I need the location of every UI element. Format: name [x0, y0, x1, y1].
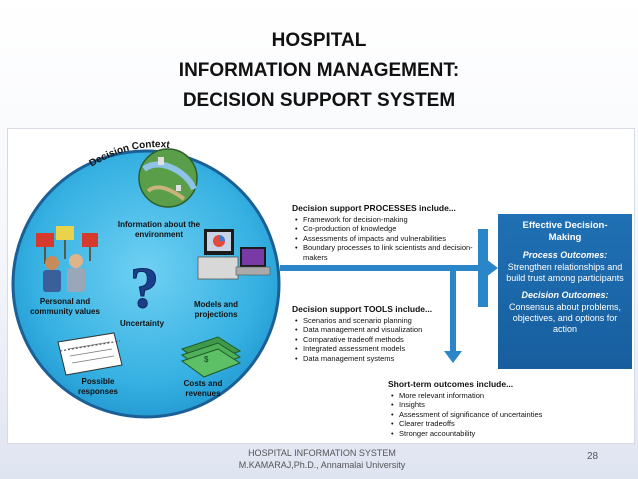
label-models-text: Models and projections: [193, 300, 238, 319]
tools-item: Data management systems: [294, 354, 422, 364]
tools-item: Scenarios and scenario planning: [294, 316, 422, 326]
label-values: Personal and community values: [28, 297, 102, 317]
process-outcomes-text: Strengthen relationships and build trust…: [506, 262, 624, 283]
label-costs: Costs and revenues: [178, 379, 228, 399]
slide-footer: HOSPITAL INFORMATION SYSTEM M.KAMARAJ,Ph…: [214, 447, 430, 471]
label-responses-text: Possible responses: [77, 377, 119, 396]
footer-line-1: HOSPITAL INFORMATION SYSTEM: [248, 448, 396, 458]
title-line-3: DECISION SUPPORT SYSTEM: [182, 90, 456, 111]
label-uncertainty: Uncertainty: [120, 319, 165, 328]
decision-outcomes-text: Consensus about problems, objectives, an…: [508, 302, 622, 334]
short-term-item: Stronger accountability: [390, 429, 542, 439]
short-term-item: Insights: [390, 400, 542, 410]
community-people-icon: [36, 226, 98, 292]
label-costs-text: Costs and revenues: [183, 379, 223, 398]
processes-item: Assessments of impacts and vulnerabiliti…: [294, 234, 473, 244]
effective-decision-box: Effective Decision-Making Process Outcom…: [498, 214, 632, 369]
environment-globe-icon: [138, 148, 198, 208]
tools-list: Scenarios and scenario planning Data man…: [294, 316, 422, 363]
tools-title: Decision support TOOLS include...: [292, 304, 433, 314]
decision-outcomes-heading: Decision Outcomes:: [521, 290, 609, 300]
title-line-2: INFORMATION MANAGEMENT:: [178, 60, 460, 81]
processes-item: Framework for decision-making: [294, 215, 473, 225]
footer-line-2: M.KAMARAJ,Ph.D., Annamalai University: [238, 460, 406, 470]
diagram-panel: Decision Context ?: [7, 128, 635, 444]
label-environment-text: Information about the environment: [117, 220, 201, 239]
label-values-text: Personal and community values: [30, 297, 100, 316]
label-models: Models and projections: [188, 300, 244, 320]
uncertainty-question-icon: ?: [130, 255, 159, 320]
tools-item: Integrated assessment models: [294, 344, 422, 354]
computer-models-icon: [197, 229, 271, 280]
short-term-item: Clearer tradeoffs: [390, 419, 542, 429]
flow-arrows: [280, 229, 498, 363]
short-term-item: Assessment of significance of uncertaint…: [390, 410, 542, 420]
processes-title: Decision support PROCESSES include...: [292, 203, 456, 213]
slide-title: HOSPITAL INFORMATION MANAGEMENT: DECISIO…: [0, 26, 638, 116]
label-environment: Information about the environment: [114, 220, 204, 240]
processes-item: Boundary processes to link scientists an…: [294, 243, 473, 262]
responses-binder-icon: [57, 332, 123, 376]
diagram-graphics: Decision Context ?: [11, 139, 498, 419]
process-outcomes-heading: Process Outcomes:: [522, 250, 608, 260]
tools-item: Data management and visualization: [294, 325, 422, 335]
svg-text:$: $: [204, 355, 209, 364]
processes-list: Framework for decision-making Co-product…: [294, 215, 473, 262]
short-term-title: Short-term outcomes include...: [388, 379, 514, 389]
page-number: 28: [587, 451, 599, 462]
tools-item: Comparative tradeoff methods: [294, 335, 422, 345]
short-term-list: More relevant information Insights Asses…: [390, 391, 542, 438]
money-costs-icon: $: [180, 336, 242, 378]
short-term-item: More relevant information: [390, 391, 542, 401]
label-responses: Possible responses: [70, 377, 126, 397]
title-line-1: HOSPITAL: [271, 30, 367, 51]
processes-item: Co-production of knowledge: [294, 224, 473, 234]
effective-title: Effective Decision-Making: [522, 220, 608, 243]
